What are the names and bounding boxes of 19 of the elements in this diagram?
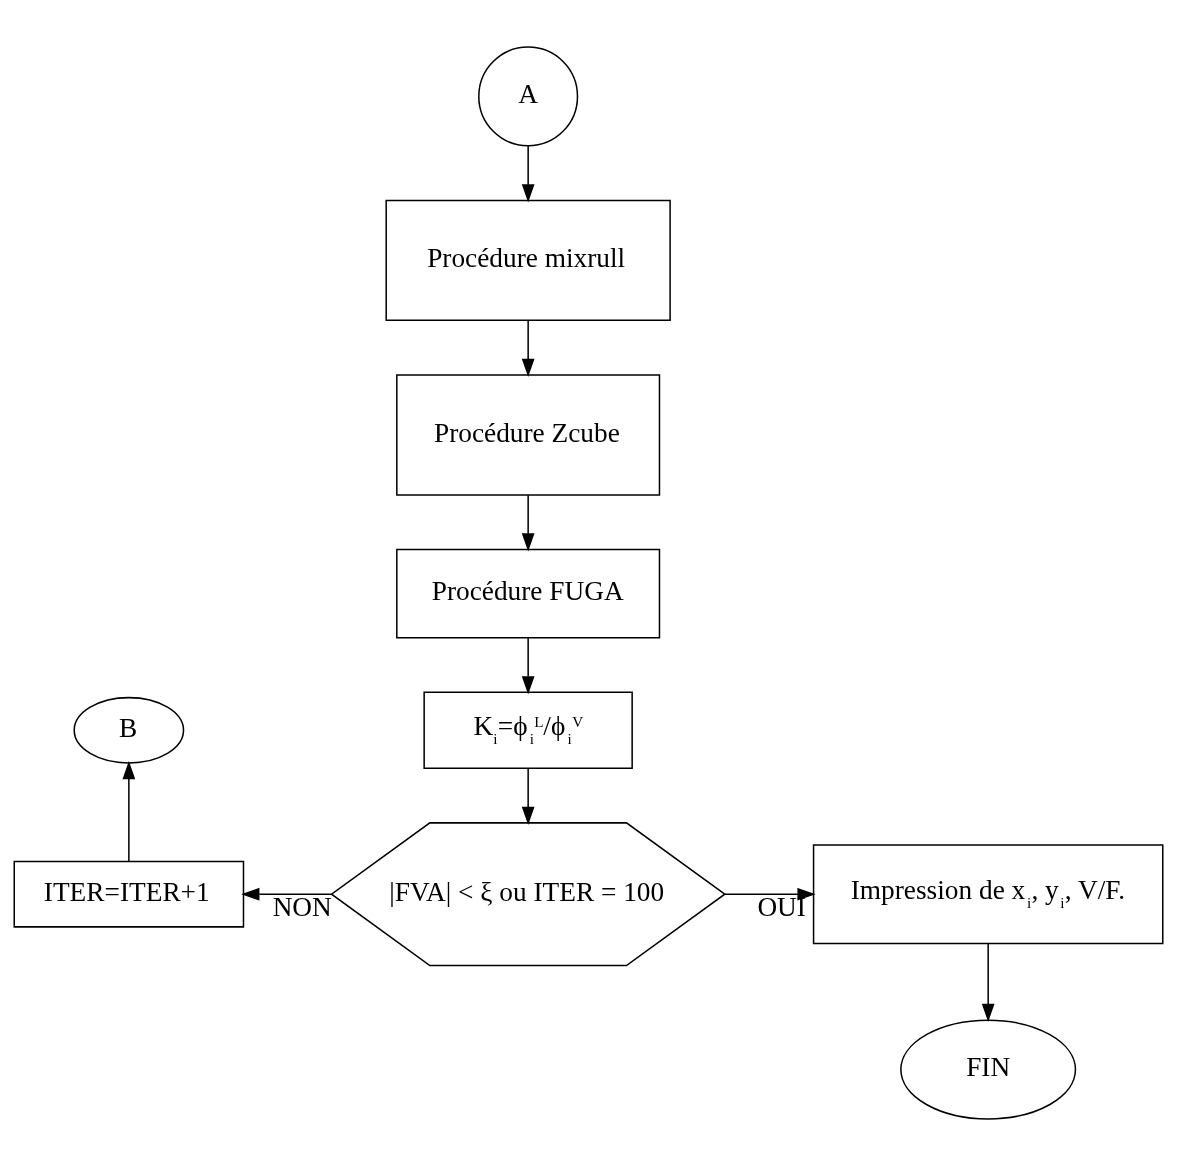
arrow — [521, 319, 535, 377]
node-box: Procédure FUGA — [396, 548, 661, 638]
node-ellipse: B — [73, 696, 185, 764]
arrow — [724, 887, 816, 901]
arrow — [521, 144, 535, 202]
node-ellipse: FIN — [900, 1019, 1077, 1120]
arrow — [521, 767, 535, 825]
node-circle: A — [478, 45, 579, 146]
arrow — [981, 942, 995, 1022]
edge-label: NON — [272, 891, 332, 922]
arrow — [122, 760, 136, 862]
node-box: Impression de x$_{i}$, y$_{i}$, V/F. — [812, 843, 1164, 944]
arrow — [521, 636, 535, 694]
arrow — [241, 887, 333, 901]
edge-label: OUI — [757, 891, 806, 922]
node-box: ITER=ITER+1 — [13, 860, 245, 928]
arrow — [521, 494, 535, 551]
node-box: Procédure Zcube — [396, 373, 661, 496]
node-box: Procédure mixrull — [385, 199, 671, 321]
